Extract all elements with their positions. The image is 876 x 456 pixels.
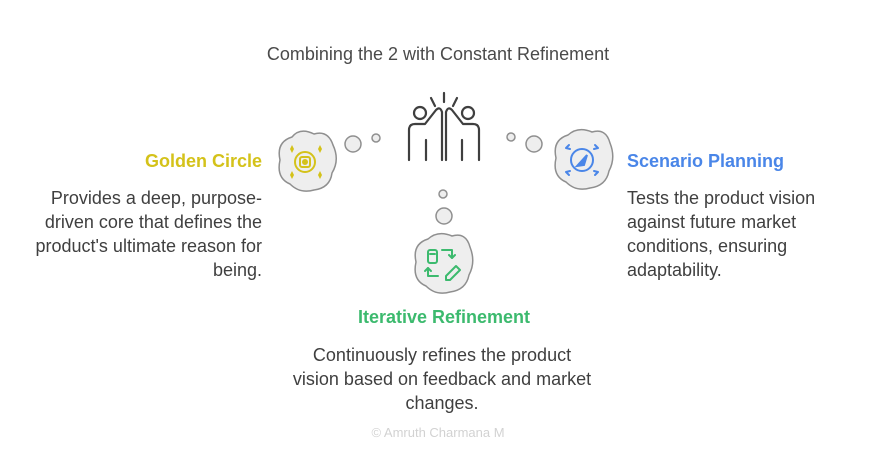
credit-watermark: © Amruth Charmana M: [371, 425, 505, 440]
iterative-bubble: [414, 232, 474, 294]
diagram-title: Combining the 2 with Constant Refinement: [266, 44, 610, 64]
golden-bubble: [278, 130, 337, 192]
golden-circle-heading: Golden Circle: [144, 151, 262, 171]
high-five-icon: [407, 91, 481, 162]
scenario-bubble: [554, 128, 614, 190]
iterative-refinement-description-wrap: Continuously refines the product vision …: [0, 343, 876, 415]
thought-dots: [344, 132, 543, 225]
scenario-planning-description: Tests the product vision against future …: [627, 188, 816, 280]
refresh-edit-icon: [424, 249, 461, 281]
target-icon: [290, 145, 322, 179]
iterative-refinement-description: Continuously refines the product vision …: [292, 345, 592, 413]
iterative-refinement-heading: Iterative Refinement: [357, 307, 531, 327]
golden-circle-description: Provides a deep, purpose-driven core tha…: [35, 188, 262, 280]
compass-icon: [565, 144, 599, 176]
scenario-planning-heading: Scenario Planning: [627, 151, 785, 171]
